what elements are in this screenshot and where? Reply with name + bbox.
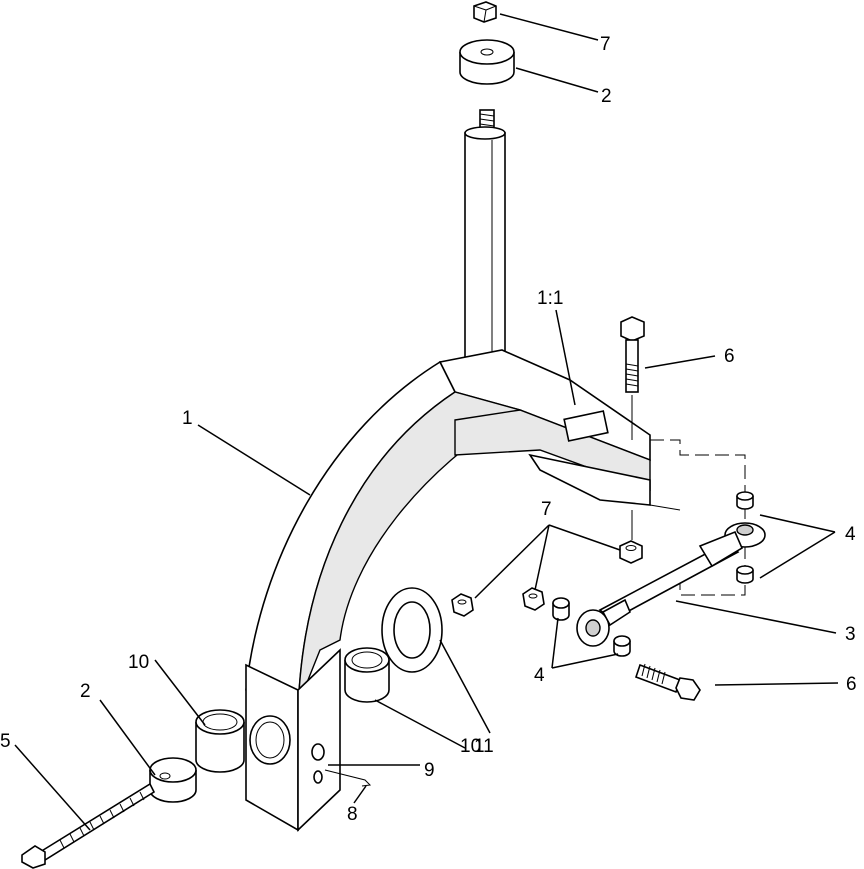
callout-4-right: 4 xyxy=(845,524,856,545)
callout-1-1: 1:1 xyxy=(537,288,563,309)
linkage-left-spacer xyxy=(552,597,570,621)
callout-7-top: 7 xyxy=(600,34,611,55)
linkage-rod-part xyxy=(576,522,766,647)
callout-6-top: 6 xyxy=(724,346,735,367)
callout-2-left: 2 xyxy=(80,681,91,702)
callout-6-bottom: 6 xyxy=(846,674,857,695)
callout-3: 3 xyxy=(845,624,856,645)
right-lower-spacer xyxy=(736,565,754,584)
bracket-nut-part xyxy=(619,540,643,564)
top-bolt-part xyxy=(620,316,645,540)
top-spacer-part xyxy=(459,39,515,85)
long-bolt-part xyxy=(21,782,156,869)
large-washer-part xyxy=(381,587,443,673)
linkage-bolt-part xyxy=(634,663,701,701)
upright-post xyxy=(464,126,506,374)
callout-9: 9 xyxy=(424,760,435,781)
decal-plate xyxy=(563,410,609,442)
leader-lines xyxy=(14,13,839,831)
callout-1: 1 xyxy=(182,408,193,429)
main-arm-frame xyxy=(245,349,651,832)
callout-8: 8 xyxy=(347,804,358,825)
washer-nut-part xyxy=(451,593,474,617)
left-bushing-part xyxy=(195,709,245,773)
linkage-nut-part xyxy=(522,587,545,611)
left-spacer-part xyxy=(149,757,197,803)
linkage-right-spacer xyxy=(613,635,631,657)
callout-11: 11 xyxy=(474,736,494,757)
linkage-phantom-outline xyxy=(649,439,746,596)
right-upper-spacer xyxy=(736,491,754,510)
right-bushing-part xyxy=(344,647,390,703)
top-nut-part xyxy=(473,1,497,23)
callout-7-mid: 7 xyxy=(541,499,552,520)
callout-4-bottom: 4 xyxy=(534,665,545,686)
roll-pin-part xyxy=(324,769,372,787)
callout-10-left: 10 xyxy=(128,652,149,673)
callout-5: 5 xyxy=(0,731,11,752)
callout-2-top: 2 xyxy=(601,86,612,107)
callout-10-right: 10 xyxy=(460,736,481,757)
